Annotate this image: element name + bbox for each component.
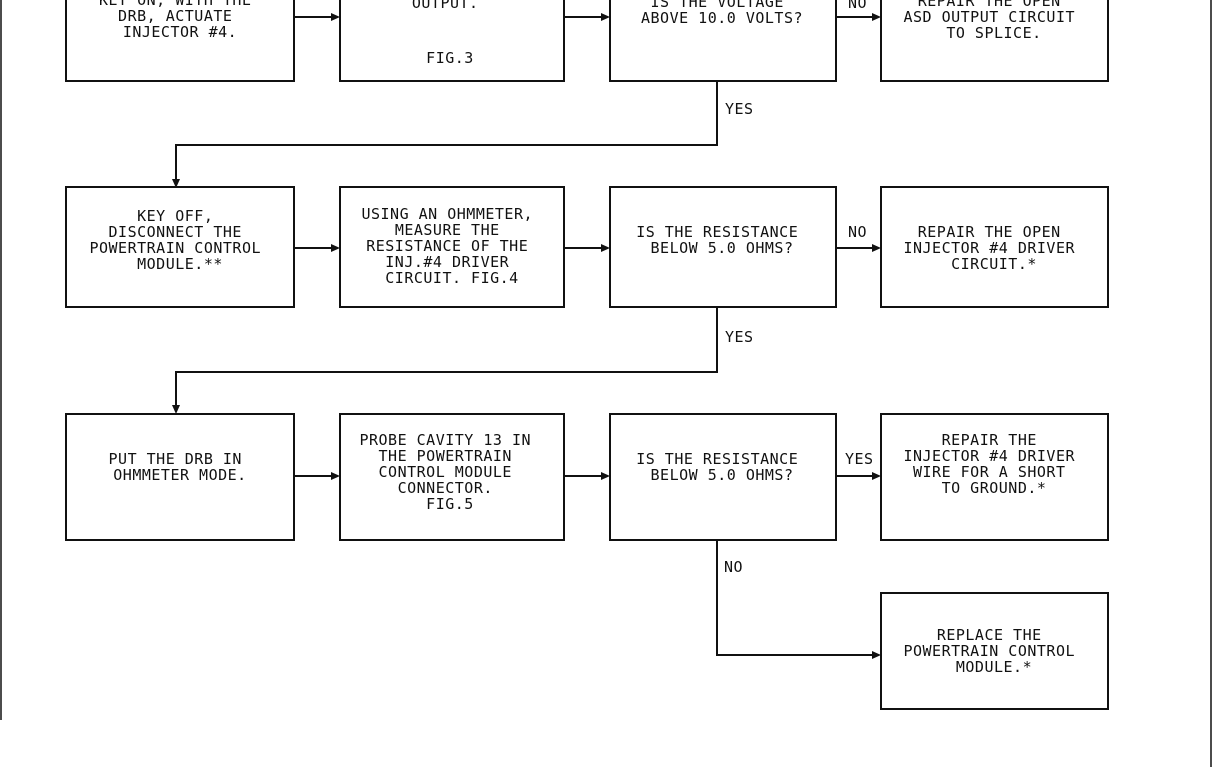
arrowhead-row2-yes [172,405,180,414]
row1-no-label: NO [848,0,867,12]
row2-question-text: IS THE RESISTANCE BELOW 5.0 OHMS? [636,223,808,257]
row1-step-box [65,0,295,82]
row3-repair-box [880,413,1109,541]
row1-output-box [339,0,565,82]
row2-repair-text: REPAIR THE OPEN INJECTOR #4 DRIVER CIRCU… [903,223,1084,273]
arrowhead-row2-a [331,244,340,252]
row3-probe-box [339,413,565,541]
arrow-row1-yes-path [175,81,718,180]
row3-yes-label: YES [845,450,874,468]
arrowhead-row3-a [331,472,340,480]
row1-step-text: KEY ON, WITH THE DRB, ACTUATE INJECTOR #… [99,0,261,41]
arrowhead-row1-c [872,13,881,21]
arrowhead-row1-a [331,13,340,21]
row3-step-box [65,413,295,541]
row3-no-label: NO [724,558,743,576]
row1-question-text: IS THE VOLTAGE ABOVE 10.0 VOLTS? [641,0,803,27]
row1-yes-label: YES [725,100,754,118]
row2-repair-box [880,186,1109,308]
row1-repair-text: REPAIR THE OPEN ASD OUTPUT CIRCUIT TO SP… [903,0,1084,42]
row2-step-box [65,186,295,308]
arrowhead-row2-c [872,244,881,252]
row1-repair-box [880,0,1109,82]
row1-output-text: OUTPUT. FIG.3 [412,0,488,67]
row3-repair-text: REPAIR THE INJECTOR #4 DRIVER WIRE FOR A… [903,431,1084,497]
row3-question-box [609,413,837,541]
row2-yes-label: YES [725,328,754,346]
row1-question-box [609,0,837,82]
arrowhead-row3-b [601,472,610,480]
final-replace-box [880,592,1109,710]
arrowhead-row2-b [601,244,610,252]
row3-step-text: PUT THE DRB IN OHMMETER MODE. [109,450,252,484]
row2-measure-text: USING AN OHMMETER, MEASURE THE RESISTANC… [361,205,542,287]
arrow-row3-no-path [716,540,873,656]
row2-measure-box [339,186,565,308]
arrow-row2-yes-path [175,307,718,406]
row3-question-text: IS THE RESISTANCE BELOW 5.0 OHMS? [636,450,808,484]
row2-question-box [609,186,837,308]
arrowhead-row1-yes [172,179,180,188]
arrowhead-row3-no [872,651,881,659]
row2-no-label: NO [848,223,867,241]
arrowhead-row3-c [872,472,881,480]
arrowhead-row1-b [601,13,610,21]
final-replace-text: REPLACE THE POWERTRAIN CONTROL MODULE.* [903,626,1084,676]
row3-probe-text: PROBE CAVITY 13 IN THE POWERTRAIN CONTRO… [359,431,540,513]
row2-step-text: KEY OFF, DISCONNECT THE POWERTRAIN CONTR… [89,207,270,273]
